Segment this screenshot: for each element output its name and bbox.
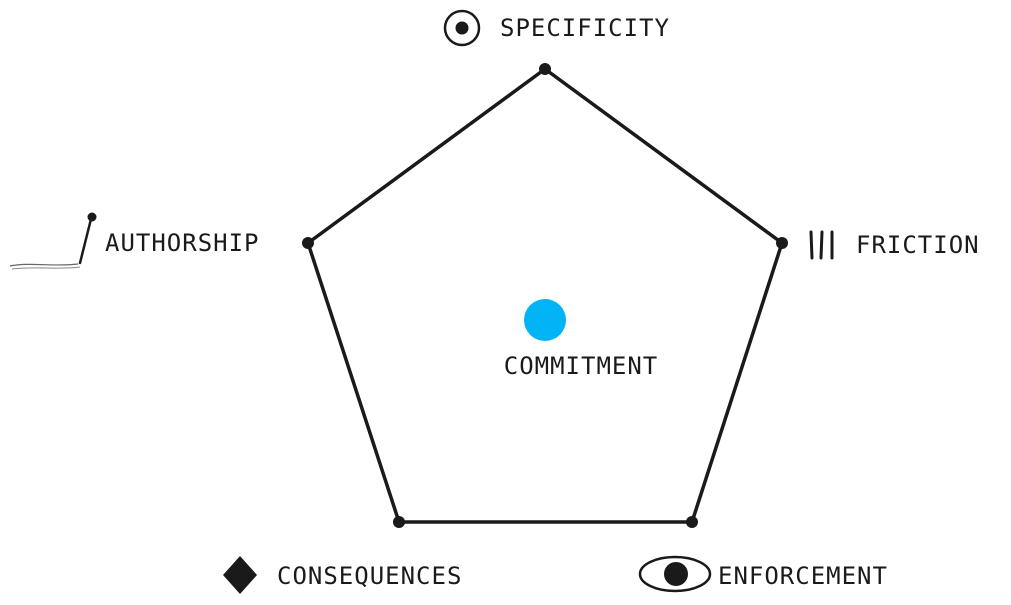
vertex-specificity [539, 63, 551, 75]
center-dot [524, 299, 566, 341]
node-specificity: SPECIFICITY [443, 9, 670, 47]
vertex-consequences [393, 516, 405, 528]
vertex-enforcement [686, 516, 698, 528]
eye-icon [638, 555, 712, 593]
pen-signature-icon [9, 212, 97, 270]
triple-bars-icon [809, 230, 834, 260]
node-enforcement: ENFORCEMENT [638, 555, 888, 593]
node-authorship: AUTHORSHIP [9, 212, 260, 270]
pentagon-outline [306, 67, 784, 524]
target-circle-icon [443, 9, 481, 47]
vertex-authorship [302, 237, 314, 249]
node-label-specificity: SPECIFICITY [500, 14, 670, 42]
node-label-enforcement: ENFORCEMENT [718, 562, 888, 590]
node-label-friction: FRICTION [856, 231, 980, 259]
center-label: COMMITMENT [504, 352, 659, 380]
node-label-consequences: CONSEQUENCES [277, 562, 462, 590]
node-label-authorship: AUTHORSHIP [105, 229, 260, 257]
node-consequences: CONSEQUENCES [223, 556, 462, 594]
node-friction: FRICTION [809, 230, 980, 260]
diamond-icon [223, 556, 257, 594]
vertex-friction [776, 237, 788, 249]
